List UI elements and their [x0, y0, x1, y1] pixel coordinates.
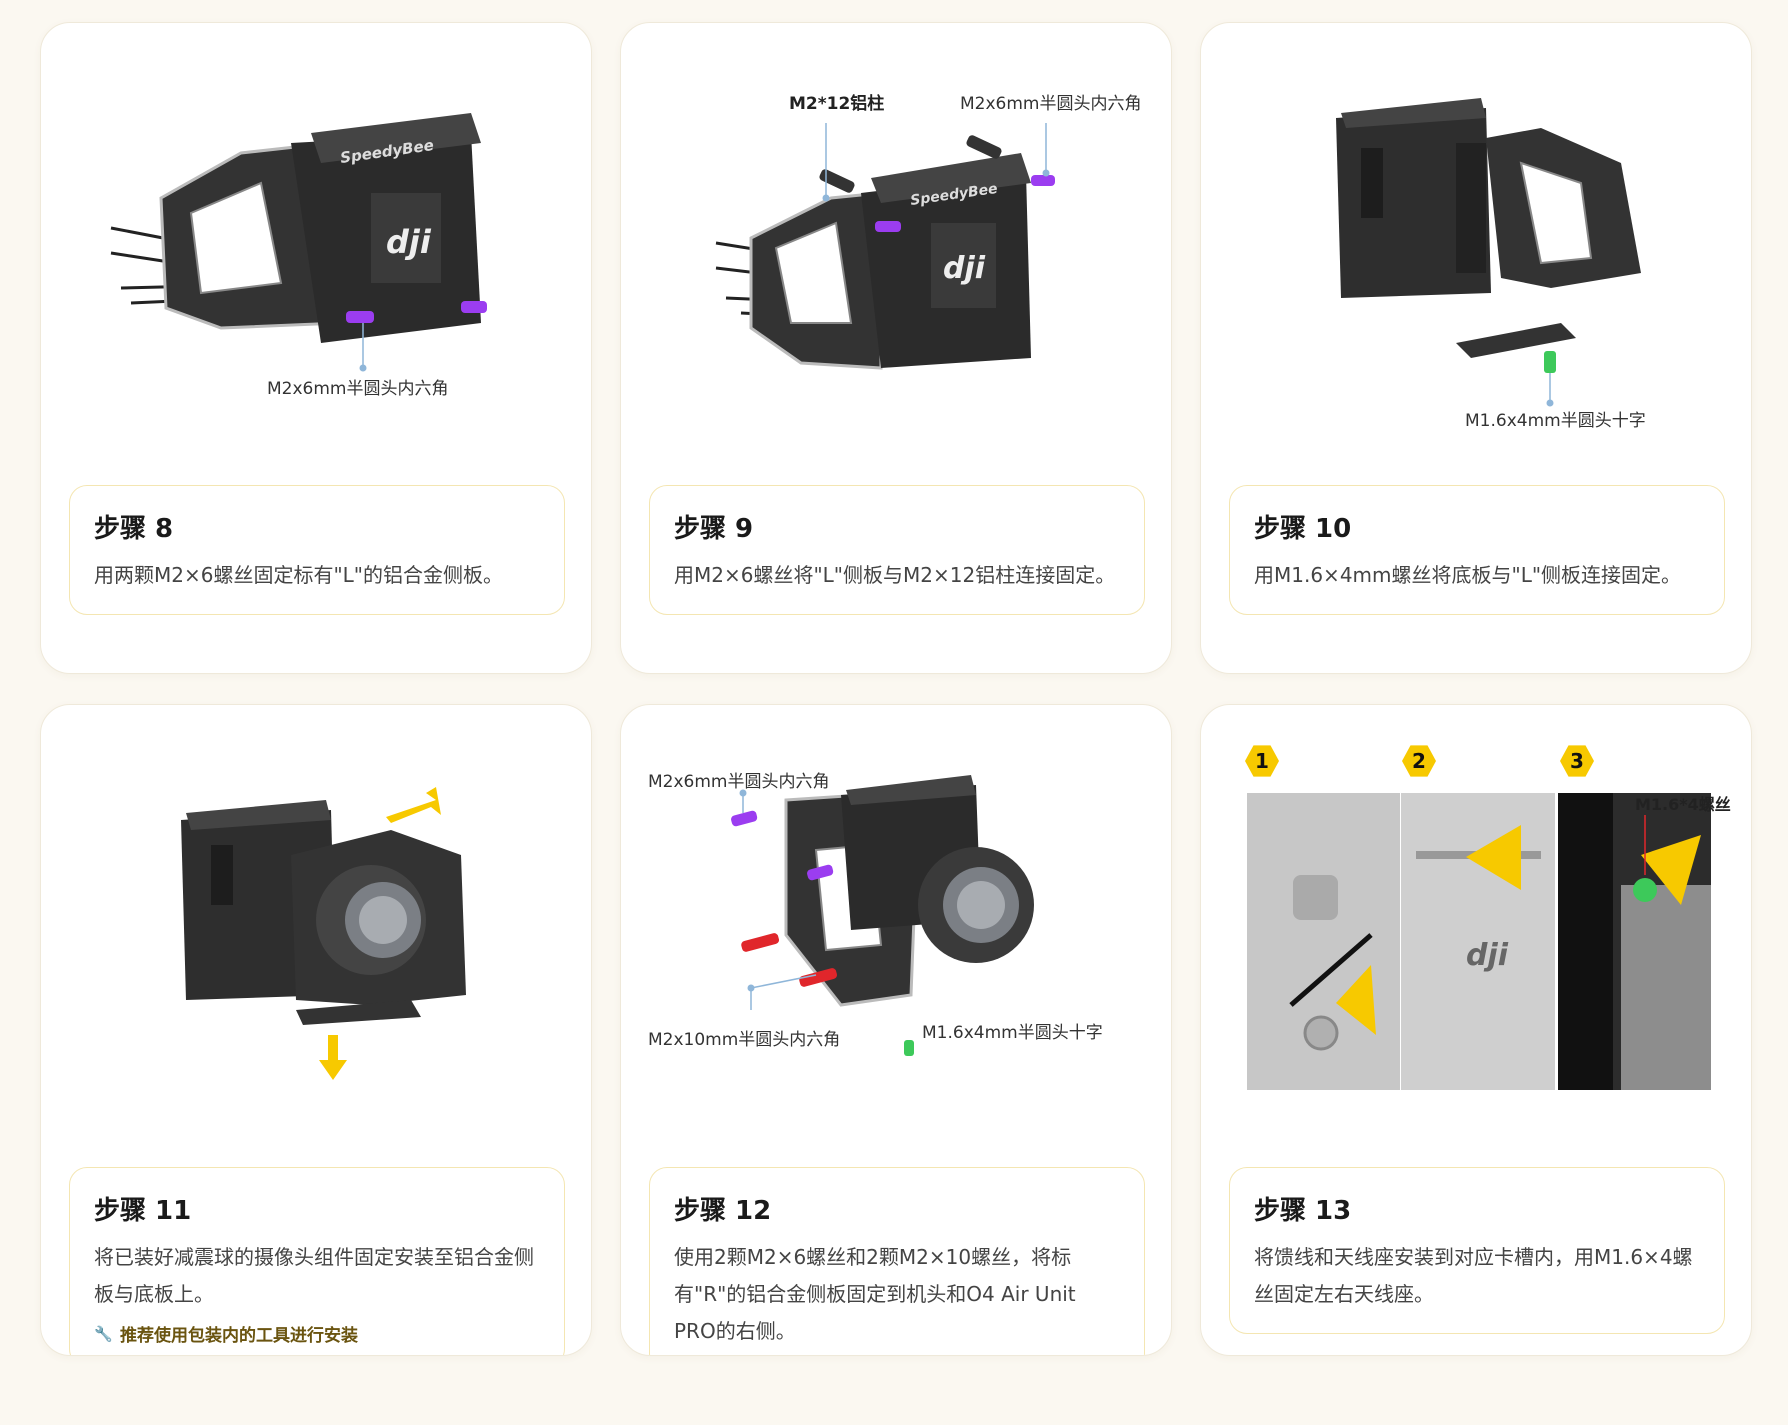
dji-logo: dji	[386, 223, 432, 261]
right-plate-assembly-image	[731, 775, 1034, 1056]
vtx-mount-image	[1336, 98, 1641, 407]
step-10-illustration: M1.6x4mm半圆头十字	[1201, 23, 1751, 483]
standoff	[966, 135, 1002, 159]
antenna-mount-photos: dji	[1247, 793, 1711, 1090]
photo-panel-2	[1401, 793, 1555, 1090]
step-13-illustration: dji 1 2 3 M1.6*4螺丝	[1201, 705, 1751, 1165]
step-11-illustration	[41, 705, 591, 1165]
step-card-13: dji 1 2 3 M1.6*4螺丝 步骤 13 将馈线和天线座安装到对应卡槽内…	[1200, 704, 1752, 1356]
step-description: 使用2颗M2×6螺丝和2颗M2×10螺丝，将标有"R"的铝合金侧板固定到机头和O…	[674, 1245, 1076, 1343]
screw-purple	[731, 810, 758, 827]
dji-logo: dji	[943, 251, 986, 286]
step-text-box: 步骤 8 用两颗M2×6螺丝固定标有"L"的铝合金侧板。	[69, 485, 565, 615]
step-description: 用两颗M2×6螺丝固定标有"L"的铝合金侧板。	[94, 563, 504, 587]
camera-assembly-image	[181, 787, 466, 1080]
screw-purple	[461, 301, 487, 313]
step-12-illustration: M2x6mm半圆头内六角 M2x10mm半圆头内六角 M1.6x4mm半圆头十字	[621, 705, 1171, 1165]
screw-purple	[875, 221, 901, 232]
step-card-11: 步骤 11 将已装好减震球的摄像头组件固定安装至铝合金侧板与底板上。 🔧 推荐使…	[40, 704, 592, 1356]
screw-callout: M2x6mm半圆头内六角	[267, 379, 449, 399]
standoff	[819, 169, 855, 193]
screw-purple	[346, 311, 374, 323]
step-card-9: SpeedyBee dji M2*12铝柱 M2x6mm半圆头内六角 步骤 9 …	[620, 22, 1172, 674]
svg-text:dji: dji	[1466, 938, 1509, 973]
standoff-callout: M2*12铝柱	[789, 94, 885, 114]
screw-callout-m1-6x4: M1.6x4mm半圆头十字	[922, 1023, 1103, 1043]
screw-red	[741, 933, 780, 952]
step-text-box: 步骤 9 用M2×6螺丝将"L"侧板与M2×12铝柱连接固定。	[649, 485, 1145, 615]
step-card-12: M2x6mm半圆头内六角 M2x10mm半圆头内六角 M1.6x4mm半圆头十字…	[620, 704, 1172, 1356]
screw-callout: M1.6x4mm半圆头十字	[1465, 411, 1646, 431]
step-title: 步骤 12	[674, 1196, 772, 1226]
arrow-yellow	[1641, 835, 1701, 905]
step-text-box: 步骤 13 将馈线和天线座安装到对应卡槽内，用M1.6×4螺丝固定左右天线座。	[1229, 1167, 1725, 1334]
step-9-illustration: SpeedyBee dji M2*12铝柱 M2x6mm半圆头内六角	[621, 23, 1171, 483]
step-description: 用M2×6螺丝将"L"侧板与M2×12铝柱连接固定。	[674, 563, 1116, 587]
step-text-box: 步骤 10 用M1.6×4mm螺丝将底板与"L"侧板连接固定。	[1229, 485, 1725, 615]
step-description: 将已装好减震球的摄像头组件固定安装至铝合金侧板与底板上。	[94, 1245, 534, 1306]
step-description: 用M1.6×4mm螺丝将底板与"L"侧板连接固定。	[1254, 563, 1682, 587]
screw-purple	[1031, 175, 1055, 186]
arrow-up-right	[386, 787, 441, 823]
step-card-8: SpeedyBee dji M2x6mm半圆头内六角 步骤 8 用两颗M2×6螺…	[40, 22, 592, 674]
screw-green	[1544, 351, 1556, 373]
tip-text: 推荐使用包装内的工具进行安装	[120, 1326, 358, 1346]
arrow-yellow	[1336, 965, 1376, 1035]
step-title: 步骤 11	[94, 1196, 192, 1226]
screw-callout: M1.6*4螺丝	[1635, 795, 1731, 814]
screw-green-icon	[904, 1040, 914, 1056]
step-description: 将馈线和天线座安装到对应卡槽内，用M1.6×4螺丝固定左右天线座。	[1254, 1245, 1693, 1306]
arrow-down	[319, 1035, 347, 1080]
step-text-box: 步骤 12 使用2颗M2×6螺丝和2颗M2×10螺丝，将标有"R"的铝合金侧板固…	[649, 1167, 1145, 1355]
arrow-yellow	[1466, 825, 1521, 890]
screw-purple	[807, 864, 834, 881]
step-title: 步骤 13	[1254, 1196, 1352, 1226]
step-title: 步骤 9	[674, 514, 754, 544]
step-text-box: 步骤 11 将已装好减震球的摄像头组件固定安装至铝合金侧板与底板上。 🔧 推荐使…	[69, 1167, 565, 1355]
screw-green	[1633, 878, 1657, 902]
step-title: 步骤 10	[1254, 514, 1352, 544]
tool-tip: 🔧 推荐使用包装内的工具进行安装	[94, 1321, 540, 1347]
vtx-mount-image: SpeedyBee dji	[715, 123, 1055, 370]
step-card-10: M1.6x4mm半圆头十字 步骤 10 用M1.6×4mm螺丝将底板与"L"侧板…	[1200, 22, 1752, 674]
step-8-illustration: SpeedyBee dji M2x6mm半圆头内六角	[41, 23, 591, 483]
screw-callout: M2x6mm半圆头内六角	[960, 94, 1142, 114]
wrench-icon: 🔧	[94, 1324, 113, 1343]
step-title: 步骤 8	[94, 514, 174, 544]
screw-callout-m2x6: M2x6mm半圆头内六角	[648, 772, 830, 792]
screw-red	[799, 968, 838, 987]
vtx-mount-image: SpeedyBee dji	[110, 113, 487, 372]
screw-callout-m2x10: M2x10mm半圆头内六角	[648, 1030, 841, 1050]
